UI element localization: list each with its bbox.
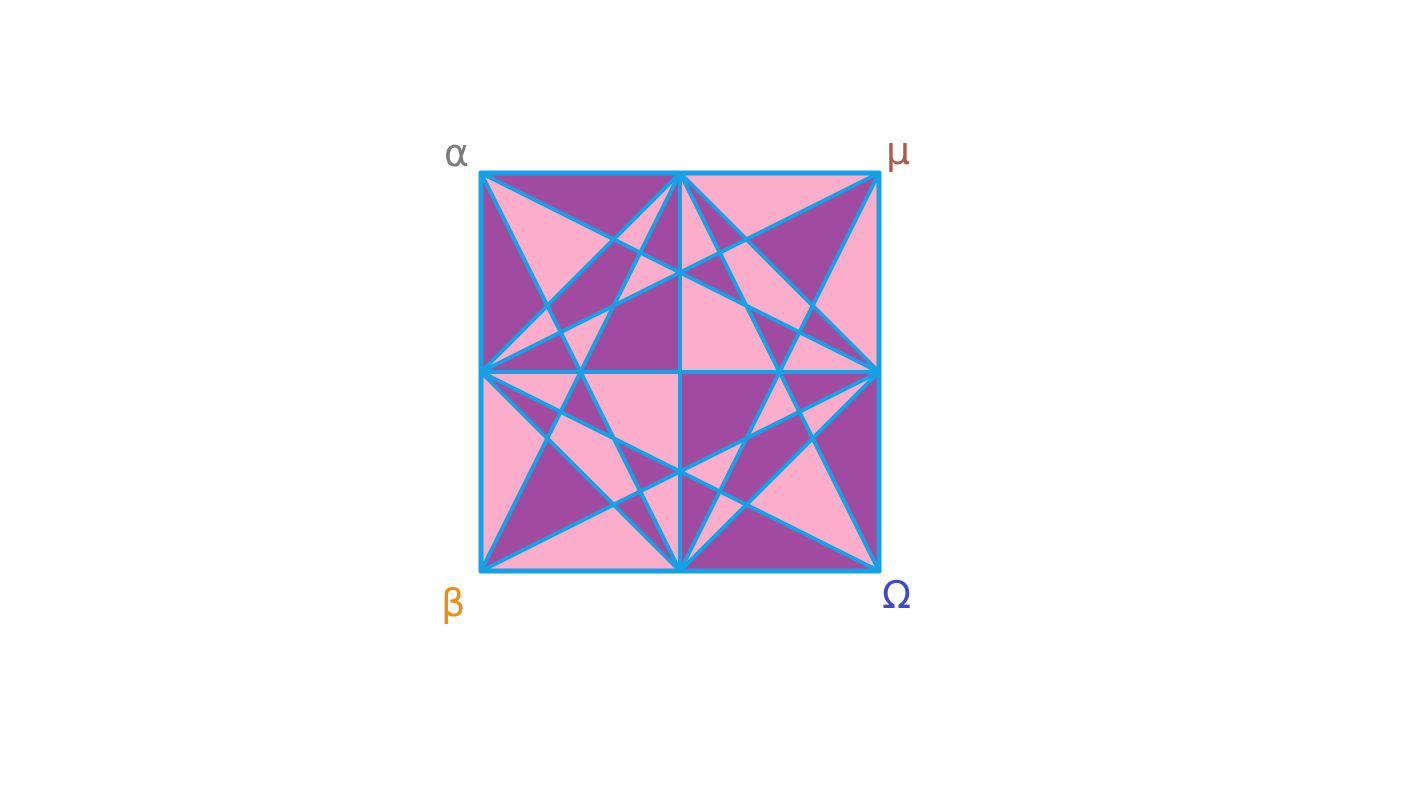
corner-label-top-right: μ: [886, 129, 911, 173]
corner-label-top-left: α: [444, 131, 470, 175]
diagram-line: [479, 370, 682, 573]
diagram-line: [678, 370, 881, 573]
diagram-line: [479, 370, 881, 573]
corner-label-bottom-left: β: [441, 581, 466, 625]
diagram-line: [678, 171, 881, 573]
diagram-line: [678, 171, 881, 374]
corner-label-bottom-right: Ω: [882, 573, 912, 617]
diagram-lines: [478, 170, 882, 574]
diagram-line: [479, 171, 881, 374]
diagram-line: [479, 171, 682, 573]
diagram-line: [479, 171, 682, 374]
